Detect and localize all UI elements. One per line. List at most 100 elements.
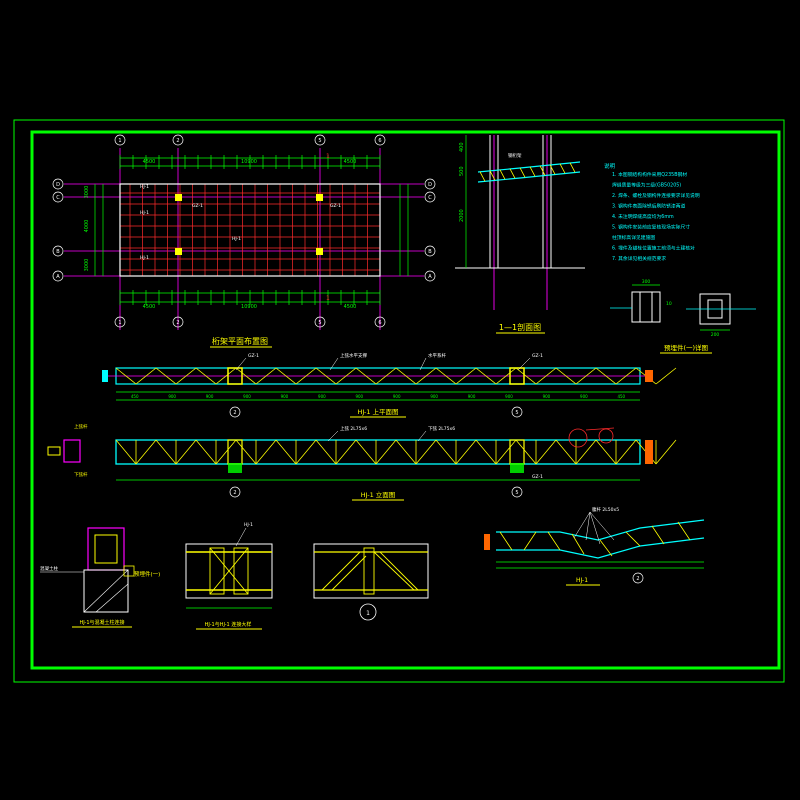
d2-tag: HJ-1 (244, 522, 253, 528)
truss-elev-web (495, 439, 517, 465)
axis-bubble (424, 245, 436, 257)
truss-plan-dim: 450 (617, 394, 625, 399)
truss-elev-web (515, 439, 537, 465)
axis-bubble (374, 316, 386, 328)
truss-plan-dim: 900 (505, 394, 513, 399)
plan-dim-side-2: 4000 (84, 220, 90, 233)
axis-bubble (52, 245, 64, 257)
truss-plan-dim: 900 (580, 394, 588, 399)
truss-plan-brace (575, 367, 597, 385)
truss-plan-brace (135, 367, 157, 385)
truss-elev-web (455, 439, 477, 465)
truss-elev-title: HJ-1 立面图 (361, 490, 396, 499)
truss-elev-web (275, 439, 297, 465)
truss-elev-web (575, 439, 597, 465)
d4-axis: 2 (636, 576, 639, 582)
axis-bubble-label: 1 (118, 138, 121, 144)
truss-plan-dim: 900 (168, 394, 176, 399)
truss-plan-dim: 900 (430, 394, 438, 399)
truss-plan-dim: 900 (318, 394, 326, 399)
truss-plan-brace (215, 367, 237, 385)
section-web-member (479, 171, 486, 182)
plan-label-4: HJ-1 (140, 255, 149, 261)
truss-plan-brace (315, 367, 337, 385)
truss-plan-axis-2: 2 (233, 410, 236, 416)
plan-dim-side-1: 3000 (84, 186, 90, 199)
section-web-member (529, 166, 536, 177)
section-web-member (489, 170, 496, 181)
axis-bubble-label: 6 (378, 138, 381, 144)
detail4-web-member (571, 533, 585, 555)
truss-elev-web (655, 439, 677, 465)
axis-bubble (172, 316, 184, 328)
plan-label-5: GZ-1 (192, 203, 203, 209)
truss-elev-web (135, 439, 157, 465)
d4-title: HJ-1 (576, 577, 588, 584)
axis-bubble-label: 2 (176, 138, 179, 144)
note-line: 7. 其余详见相关规范要求 (612, 255, 666, 262)
detail-sloped-truss: 腹杆 2L50x5 HJ-1 2 (484, 506, 705, 586)
note-line: 3. 钢构件表面除锈后刷防锈漆两道 (612, 203, 685, 210)
truss-plan-brace (375, 367, 397, 385)
detail4-web-member (625, 531, 641, 547)
truss-plan-dim: 900 (355, 394, 363, 399)
truss-plan-brace (615, 367, 637, 385)
detail-column-connection: 混凝土柱 预埋件(一) HJ-1与混凝土柱连接 (40, 527, 160, 628)
truss-plan-callout-mid1: 上弦水平支撑 (340, 352, 367, 359)
plan-label-2: HJ-1 (140, 210, 149, 216)
section-web-member (519, 167, 526, 178)
detail4-web-member (677, 521, 691, 541)
section-dim-3: 2000 (459, 209, 465, 222)
truss-plan-brace (475, 367, 497, 385)
detail-a-dim-3: 10 (666, 301, 672, 307)
section-web-member (559, 163, 566, 174)
truss-plan-brace (395, 367, 417, 385)
truss-plan-brace (535, 367, 557, 385)
axis-bubble (424, 191, 436, 203)
truss-plan-brace (595, 367, 617, 385)
truss-plan-brace (515, 367, 537, 385)
axis-bubble (52, 191, 64, 203)
truss-elev-web (615, 439, 637, 465)
truss-elev-web (555, 439, 577, 465)
d1-tag: 预埋件(一) (134, 570, 160, 578)
elev-callout-2: 下弦 2L75x6 (428, 425, 455, 432)
truss-plan-brace (335, 367, 357, 385)
plan-label-1: HJ-1 (140, 184, 149, 190)
elev-left-tag2: 下弦杆 (74, 471, 88, 478)
axis-bubble (314, 134, 326, 146)
section-dim-1: 400 (459, 142, 465, 152)
note-line: 柱顶标高详见建施图 (612, 234, 655, 241)
truss-plan-dim: 450 (131, 394, 139, 399)
axis-bubble (424, 178, 436, 190)
truss-plan-brace (495, 367, 517, 385)
d3-circle: 1 (366, 610, 370, 617)
plan-label-6: GZ-1 (330, 203, 341, 209)
truss-plan-brace (195, 367, 217, 385)
axis-bubble (52, 178, 64, 190)
plan-dim-side-3: 3000 (84, 259, 90, 272)
axis-bubble-label: A (56, 274, 60, 280)
truss-plan-brace (435, 367, 457, 385)
truss-plan-dim: 900 (243, 394, 251, 399)
truss-plan-brace (355, 367, 377, 385)
truss-plan-dim: 900 (281, 394, 289, 399)
truss-elev-web (375, 439, 397, 465)
axis-bubble-label: D (428, 182, 432, 188)
d1-label: 混凝土柱 (40, 565, 58, 572)
axis-bubble (314, 316, 326, 328)
section-1-1: 400 500 2000 钢桁架 1—1剖面图 (455, 135, 585, 334)
truss-plan-brace (275, 367, 297, 385)
truss-plan-callout-left: GZ-1 (248, 353, 259, 359)
note-line: 焊缝质量等级为三级(GB50205) (612, 182, 681, 189)
axis-bubble (172, 134, 184, 146)
axis-bubble-label: 1 (118, 320, 121, 326)
truss-elev-web (295, 439, 317, 465)
plan-dim-bot-2: 10900 (241, 304, 257, 310)
section-label: 钢桁架 (508, 152, 522, 159)
section-web-member (569, 162, 576, 173)
d1-title: HJ-1与混凝土柱连接 (79, 619, 124, 626)
